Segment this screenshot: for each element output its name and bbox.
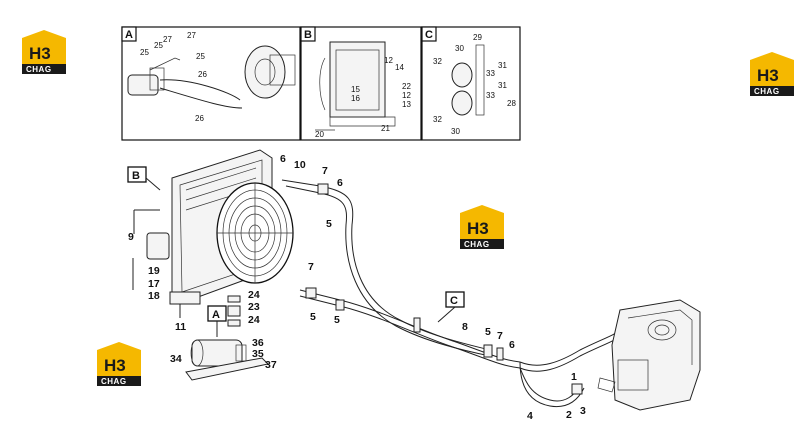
logo-brand-top: H3 [757, 66, 779, 85]
part-label-23: 23 [248, 301, 260, 313]
box-b-label-16: 16 [351, 94, 360, 103]
part-label-35: 35 [252, 348, 264, 360]
callout-c-text: C [450, 295, 458, 307]
logo-center: H3 CHAG [460, 205, 504, 249]
box-b-label-21: 21 [381, 124, 390, 133]
part-label-18: 18 [148, 290, 160, 302]
part-label-24b: 24 [248, 314, 260, 326]
box-b-label-12a: 12 [384, 56, 393, 65]
part-label-34: 34 [170, 353, 182, 365]
callout-a-text: A [212, 309, 220, 321]
logo-bottom-left: H3 CHAG [97, 342, 141, 386]
part-label-7b: 7 [308, 261, 314, 273]
box-a-label-27a: 27 [163, 35, 172, 44]
box-c-label-30b: 30 [451, 127, 460, 136]
detail-box-a: A 25 27 25 27 25 26 26 [121, 26, 301, 141]
part-label-10: 10 [294, 159, 306, 171]
logo-brand-bottom: CHAG [754, 87, 780, 96]
part-label-6b: 6 [337, 177, 343, 189]
logo-brand-top: H3 [29, 44, 51, 63]
box-c-label-28: 28 [507, 99, 516, 108]
part-label-2: 2 [566, 409, 572, 421]
part-label-5a: 5 [326, 218, 332, 230]
callout-b-text: B [132, 170, 140, 182]
detail-box-a-id: A [125, 29, 133, 41]
part-label-37: 37 [265, 359, 277, 371]
box-c-label-32a: 32 [433, 57, 442, 66]
detail-box-b-id: B [304, 29, 312, 41]
box-c-label-33b: 33 [486, 91, 495, 100]
part-label-6a: 6 [280, 153, 286, 165]
part-label-5b: 5 [310, 311, 316, 323]
box-c-label-33a: 33 [486, 69, 495, 78]
transmission-housing [597, 299, 701, 411]
fan-assembly [216, 182, 294, 284]
box-b-label-15: 15 [351, 85, 360, 94]
box-c-label-29: 29 [473, 33, 482, 42]
part-label-17: 17 [148, 278, 160, 290]
box-b-label-14: 14 [395, 63, 404, 72]
detail-box-b: B 12 14 22 12 13 15 16 21 20 [300, 26, 422, 141]
callout-b: B [127, 166, 161, 191]
part-label-9: 9 [128, 231, 134, 243]
box-a-label-26b: 26 [195, 114, 204, 123]
box-a-label-27b: 27 [187, 31, 196, 40]
box-b-label-12b: 12 [402, 91, 411, 100]
hose-lines [281, 179, 621, 408]
detail-box-c-id: C [425, 29, 433, 41]
box-b-label-20: 20 [315, 130, 324, 139]
part-labels: 6 10 7 6 5 9 19 17 18 11 24 23 24 7 5 5 … [128, 153, 586, 422]
logo-brand-bottom: CHAG [464, 240, 490, 249]
part-label-11: 11 [175, 321, 186, 333]
detail-box-c: C 29 30 32 31 33 31 33 28 32 30 [421, 26, 521, 141]
logo-brand-top: H3 [104, 356, 126, 375]
part-label-1: 1 [571, 371, 577, 383]
part-label-8: 8 [462, 321, 468, 333]
callout-c: C [437, 291, 465, 323]
part-label-5c: 5 [334, 314, 340, 326]
box-a-label-25c: 25 [196, 52, 205, 61]
box-b-label-13: 13 [402, 100, 411, 109]
box-a-label-25b: 25 [140, 48, 149, 57]
logo-brand-top: H3 [467, 219, 489, 238]
fitting-stack [227, 295, 241, 327]
logo-brand-bottom: CHAG [101, 377, 127, 386]
box-a-label-26a: 26 [198, 70, 207, 79]
part-label-5d: 5 [485, 326, 491, 338]
part-label-6c: 6 [509, 339, 515, 351]
part-label-4: 4 [527, 410, 533, 422]
logo-top-right: H3 CHAG [750, 52, 794, 96]
part-label-19: 19 [148, 265, 160, 277]
box-c-label-30a: 30 [455, 44, 464, 53]
part-label-36: 36 [252, 337, 264, 349]
part-label-7c: 7 [497, 330, 503, 342]
part-label-3: 3 [580, 405, 586, 417]
callout-a: A [207, 305, 227, 337]
expansion-tank [132, 209, 170, 290]
logo-brand-bottom: CHAG [26, 65, 52, 74]
part-label-24a: 24 [248, 289, 260, 301]
box-a-label-25a: 25 [154, 41, 163, 50]
box-c-label-32b: 32 [433, 115, 442, 124]
logo-top-left: H3 CHAG [22, 30, 66, 74]
box-b-label-22: 22 [402, 82, 411, 91]
pump-assembly [185, 339, 270, 381]
box-c-label-31b: 31 [498, 81, 507, 90]
part-label-7a: 7 [322, 165, 328, 177]
box-c-label-31a: 31 [498, 61, 507, 70]
